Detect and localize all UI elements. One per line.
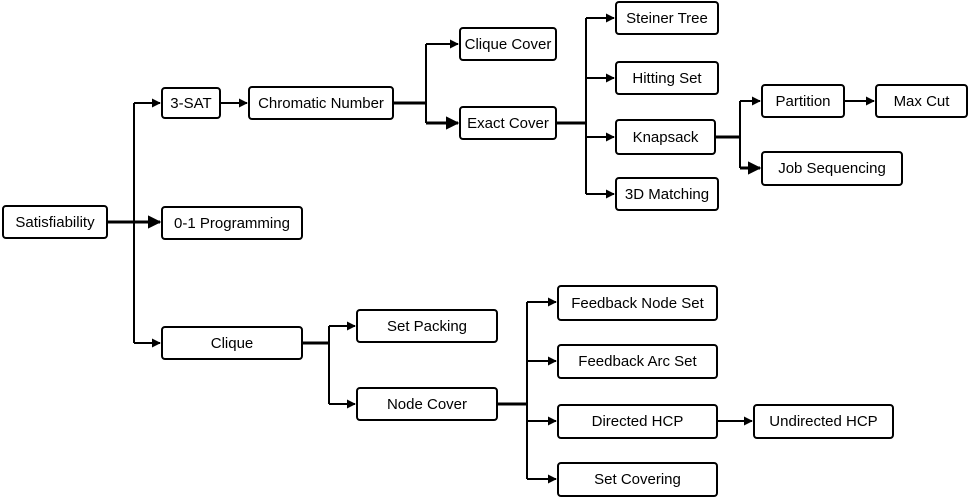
node-exact-cover: Exact Cover: [459, 106, 557, 140]
node-steiner-tree: Steiner Tree: [615, 1, 719, 35]
node-set-packing: Set Packing: [356, 309, 498, 343]
node-satisfiability: Satisfiability: [2, 205, 108, 239]
node-clique: Clique: [161, 326, 303, 360]
node-job-sequencing: Job Sequencing: [761, 151, 903, 186]
node-3d-matching: 3D Matching: [615, 177, 719, 211]
node-directed-hcp: Directed HCP: [557, 404, 718, 439]
node-0-1-programming: 0-1 Programming: [161, 206, 303, 240]
node-clique-cover: Clique Cover: [459, 27, 557, 61]
node-feedback-arc-set: Feedback Arc Set: [557, 344, 718, 379]
node-set-covering: Set Covering: [557, 462, 718, 497]
node-undirected-hcp: Undirected HCP: [753, 404, 894, 439]
node-partition: Partition: [761, 84, 845, 118]
node-hitting-set: Hitting Set: [615, 61, 719, 95]
node-3-sat: 3-SAT: [161, 87, 221, 119]
node-knapsack: Knapsack: [615, 119, 716, 155]
node-chromatic-number: Chromatic Number: [248, 86, 394, 120]
node-feedback-node-set: Feedback Node Set: [557, 285, 718, 321]
node-max-cut: Max Cut: [875, 84, 968, 118]
node-node-cover: Node Cover: [356, 387, 498, 421]
